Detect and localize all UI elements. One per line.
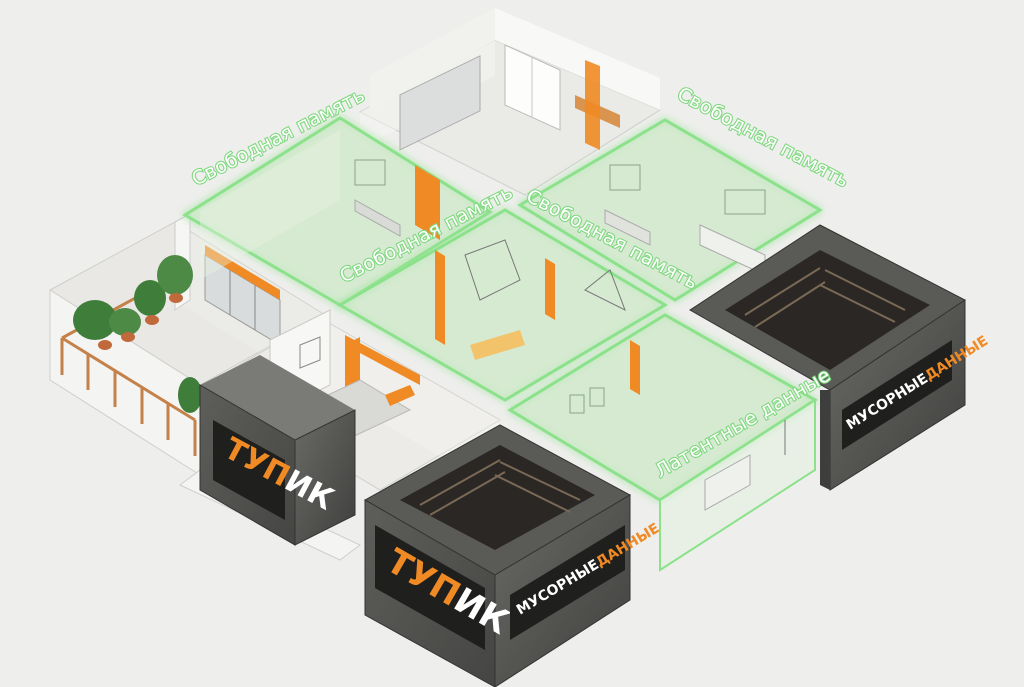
free-memory-room-right: [517, 118, 823, 302]
garbage-sign-2: [842, 340, 952, 450]
shelf-pit-right: [725, 250, 930, 370]
garbage-sign-1: [510, 525, 625, 640]
free-memory-room-left: [182, 116, 493, 307]
garbage-block-right: МУСОРНЫЕДАННЫЕ: [689, 224, 991, 491]
shelf-pit: [400, 445, 595, 550]
bedroom-room: [358, 8, 662, 196]
orange-beam: [205, 245, 280, 300]
latent-data-room: [507, 313, 818, 572]
deadend-sign-2: [375, 525, 485, 650]
deadend-sign-1: [213, 420, 285, 520]
potted-plants: [73, 255, 202, 413]
balcony-room: [49, 213, 326, 476]
free-memory-room-center: [336, 208, 668, 402]
deadend-block-left: ТУПИК: [199, 355, 356, 546]
